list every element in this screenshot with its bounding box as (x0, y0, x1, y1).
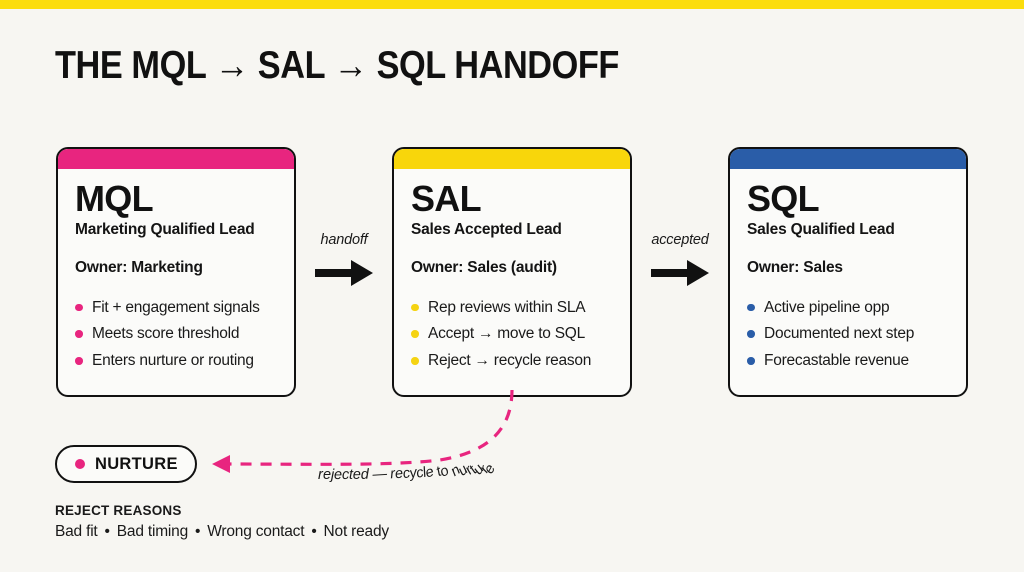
stage-owner-mql: Owner: Marketing (75, 258, 203, 276)
stage-card-mql: MQL Marketing Qualified Lead Owner: Mark… (56, 147, 296, 397)
list-item: Active pipeline opp (747, 295, 949, 322)
stage-bullet-list-sal: Rep reviews within SLA Accept → move to … (411, 295, 613, 375)
reject-reasons-list: Bad fit • Bad timing • Wrong contact • Not rea… (55, 523, 389, 541)
bullet-dot-icon (75, 303, 83, 312)
stage-code-sal: SAL (411, 178, 482, 219)
bullet-dot-icon (75, 330, 83, 338)
list-item: Fit + engagement signals (75, 295, 277, 322)
stage-subtitle-mql: Marketing Qualified Lead (75, 220, 255, 238)
stage-bullet-list-sql: Active pipeline opp Documented next step… (747, 295, 949, 375)
stage-code-mql: MQL (75, 178, 154, 219)
list-item-label: Meets score threshold (92, 325, 240, 343)
card-accent-bar-mql (58, 149, 294, 169)
card-body-sql: SQL Sales Qualified Lead Owner: Sales Ac… (730, 169, 966, 375)
connector-sal-to-sql: accepted (632, 232, 728, 288)
stage-owner-sal: Owner: Sales (audit) (411, 258, 557, 276)
list-item-label: Forecastable revenue (764, 352, 909, 370)
bullet-dot-icon (411, 303, 419, 312)
stage-code-sql: SQL (747, 178, 820, 219)
list-item-label: Fit + engagement signals (92, 298, 260, 316)
bullet-dot-icon (411, 357, 419, 365)
connector-label-accepted: accepted (651, 232, 709, 248)
reject-reason-item: Bad fit (55, 523, 98, 540)
stage-card-sal: SAL Sales Accepted Lead Owner: Sales (au… (392, 147, 632, 397)
bullet-dot-icon (747, 303, 755, 312)
reject-reason-item: Bad timing (116, 523, 189, 540)
separator-dot: • (104, 523, 110, 540)
separator-dot: • (195, 523, 201, 540)
list-item-label: Rep reviews within SLA (428, 298, 586, 316)
stage-subtitle-sal: Sales Accepted Lead (411, 220, 562, 238)
list-item: Enters nurture or routing (75, 348, 277, 375)
recycle-loop-label: rejected — recycle to nurture (318, 461, 501, 483)
card-accent-bar-sal (394, 149, 630, 169)
list-item-label: Documented next step (764, 325, 915, 343)
card-body-mql: MQL Marketing Qualified Lead Owner: Mark… (58, 169, 294, 375)
card-body-sal: SAL Sales Accepted Lead Owner: Sales (au… (394, 169, 630, 375)
list-item-label: Accept → move to SQL (428, 325, 585, 343)
bullet-dot-icon (747, 357, 755, 365)
list-item: Meets score threshold (75, 321, 277, 348)
recycle-loop-label-text: rejected — recycle to nurture (318, 461, 500, 483)
bullet-dot-icon (747, 330, 755, 338)
connector-mql-to-sal: handoff (296, 232, 392, 288)
list-item: Accept → move to SQL (411, 321, 613, 348)
list-item: Documented next step (747, 321, 949, 348)
connector-label-handoff: handoff (320, 232, 368, 248)
list-item-label: Active pipeline opp (764, 298, 890, 316)
list-item-label: Enters nurture or routing (92, 352, 254, 370)
page-title: THE MQL → SAL → SQL HANDOFF (55, 44, 619, 87)
bullet-dot-icon (75, 357, 83, 365)
list-item: Forecastable revenue (747, 348, 949, 375)
list-item-label: Reject → recycle reason (428, 352, 592, 370)
nurture-pill[interactable]: NURTURE (55, 445, 197, 483)
bullet-dot-icon (411, 330, 419, 338)
separator-dot: • (311, 523, 317, 540)
list-item: Rep reviews within SLA (411, 295, 613, 322)
reject-reasons-heading: REJECT REASONS (55, 503, 182, 518)
reject-reason-item: Wrong contact (207, 523, 305, 540)
arrow-right-icon (296, 258, 392, 288)
stage-card-sql: SQL Sales Qualified Lead Owner: Sales Ac… (728, 147, 968, 397)
list-item: Reject → recycle reason (411, 348, 613, 375)
stage-bullet-list-mql: Fit + engagement signals Meets score thr… (75, 295, 277, 375)
card-accent-bar-sql (730, 149, 966, 169)
nurture-dot-icon (75, 459, 85, 469)
nurture-label: NURTURE (95, 454, 178, 473)
arrow-right-icon (632, 258, 728, 288)
top-accent-bar (0, 0, 1024, 9)
recycle-loop-arrow (212, 390, 514, 473)
stage-subtitle-sql: Sales Qualified Lead (747, 220, 895, 238)
stage-owner-sql: Owner: Sales (747, 258, 843, 276)
reject-reason-item: Not ready (323, 523, 390, 540)
